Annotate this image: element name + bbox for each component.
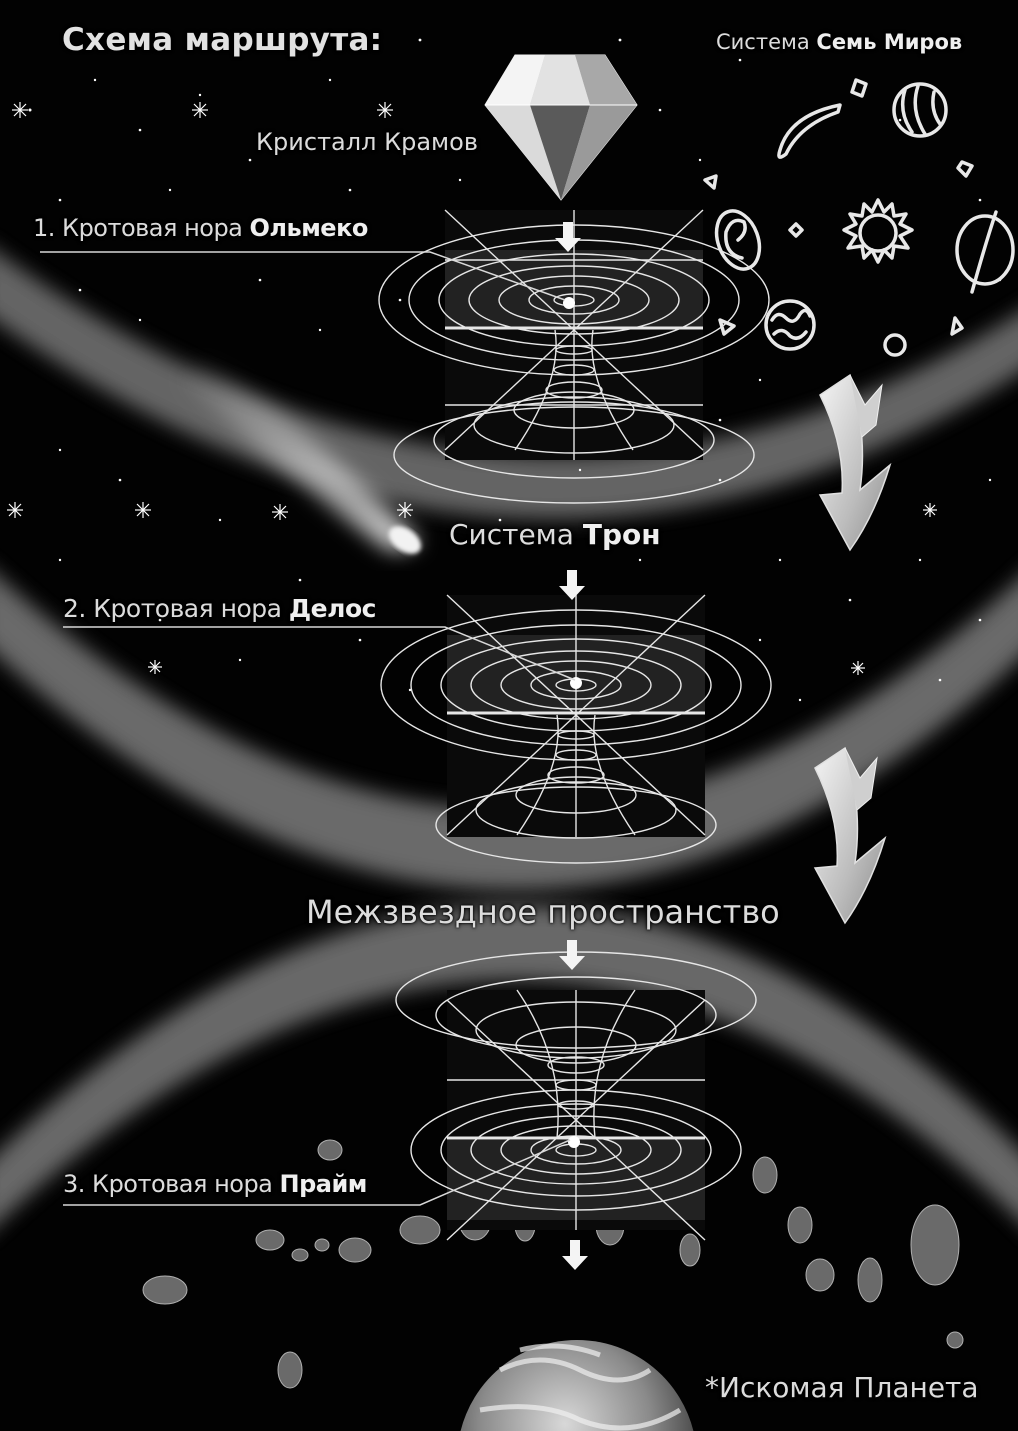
system-name: Трон (582, 518, 661, 551)
wormhole-name: Ольмеко (249, 214, 369, 242)
moon-icon (777, 103, 842, 159)
page-title: Схема маршрута: (62, 22, 383, 58)
wormhole-2-label: 2. Кротовая нора Делос (63, 594, 376, 623)
wormhole-olmeko (378, 209, 770, 504)
wormhole-name: Прайм (279, 1170, 368, 1198)
sparkle-icon (850, 78, 868, 98)
crystal-label: Кристалл Крамов (256, 128, 478, 156)
system-seven-worlds-label: Система Семь Миров (716, 30, 962, 54)
diamond-icon (484, 54, 638, 201)
wormhole-prime (395, 951, 757, 1241)
wormhole-number: 1. (33, 214, 55, 242)
destination-label: *Искомая Планета (705, 1371, 979, 1404)
wormhole-number: 3. (63, 1170, 85, 1198)
curved-arrow-icon (813, 746, 887, 925)
down-arrow-icon (555, 222, 588, 1270)
curved-arrow-icon (818, 373, 892, 552)
system-prefix: Система (716, 30, 817, 54)
system-tron-label: Система Трон (449, 518, 661, 551)
system-prefix: Система (449, 518, 583, 551)
interstellar-space-label: Межзвездное пространство (306, 893, 780, 931)
sun-icon (842, 198, 914, 264)
wormhole-delos (380, 594, 772, 864)
stars (28, 38, 1002, 702)
wormhole-3-label: 3. Кротовая нора Прайм (63, 1170, 367, 1198)
wormhole-prefix: Кротовая нора (85, 594, 289, 623)
wormhole-name: Делос (288, 594, 377, 623)
comet-icon (180, 360, 422, 554)
sparkle-stars (7, 102, 937, 675)
earth-icon (460, 1340, 694, 1431)
system-name: Семь Миров (816, 30, 963, 54)
wormhole-number: 2. (63, 594, 86, 623)
swirl-planet-icon (764, 299, 816, 351)
striped-planet-icon (892, 82, 948, 138)
wormhole-prefix: Кротовая нора (54, 214, 250, 242)
ringed-planet-icon (955, 210, 1015, 294)
galaxy-icon (714, 209, 762, 271)
wormhole-prefix: Кротовая нора (84, 1170, 280, 1198)
small-planet-icon (883, 333, 907, 357)
wormhole-1-label: 1. Кротовая нора Ольмеко (33, 214, 368, 242)
